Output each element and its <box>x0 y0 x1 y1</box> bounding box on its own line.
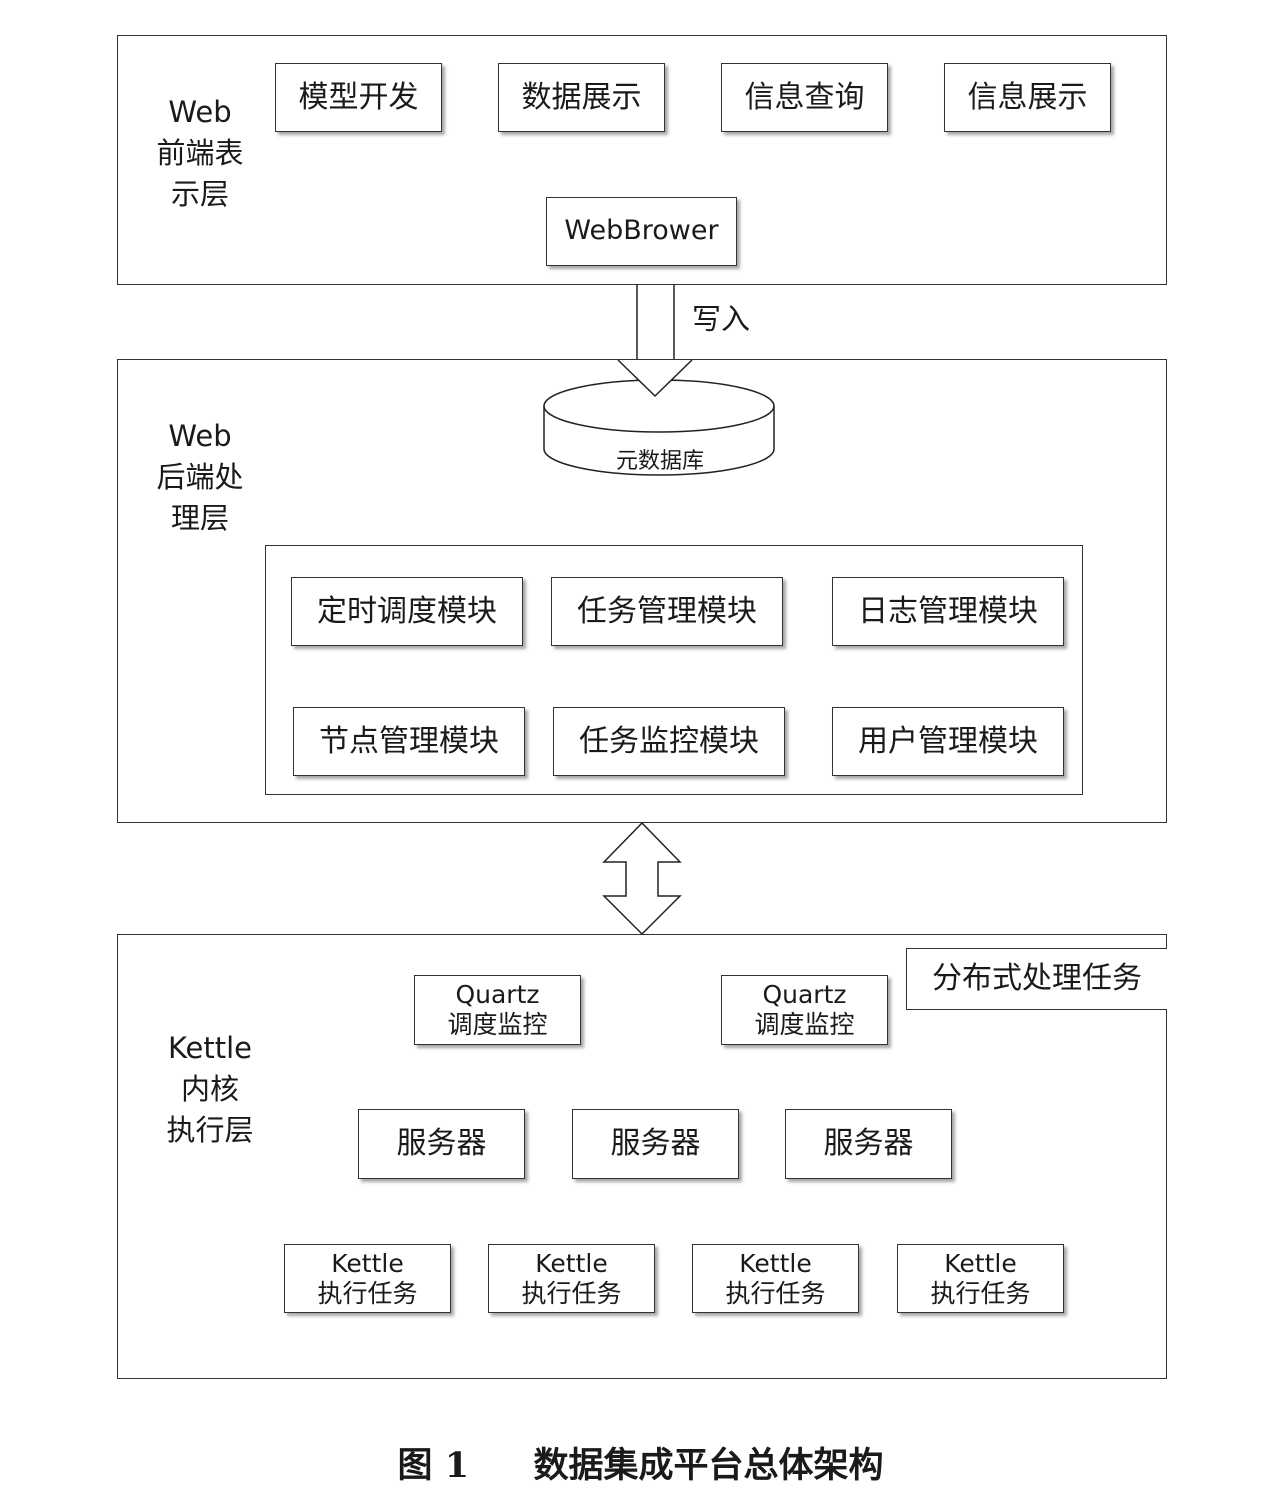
module-data-display: 数据展示 <box>498 63 665 132</box>
kettle-task-2-line2: 执行任务 <box>521 1278 622 1308</box>
kettle-task-4-line1: Kettle <box>944 1248 1017 1278</box>
webbrowser-box: WebBrower <box>546 197 737 266</box>
database-label: 元数据库 <box>615 449 704 474</box>
quartz-box-2: Quartz 调度监控 <box>721 975 888 1045</box>
quartz-box-1: Quartz 调度监控 <box>414 975 581 1045</box>
backend-layer-label: Web 后端处 理层 <box>156 419 244 535</box>
bidirectional-arrow <box>602 821 682 936</box>
kettle-task-box-2: Kettle 执行任务 <box>488 1244 655 1313</box>
module-task-manage: 任务管理模块 <box>551 577 783 646</box>
write-label: 写入 <box>691 302 750 336</box>
server-box-1: 服务器 <box>358 1109 525 1179</box>
module-node-manage: 节点管理模块 <box>293 707 525 776</box>
server-box-3: 服务器 <box>785 1109 952 1179</box>
write-arrow-tip <box>617 359 693 398</box>
kettle-task-3-line1: Kettle <box>739 1248 812 1278</box>
figure-number: 图 1 <box>397 1445 470 1486</box>
kettle-task-1-line1: Kettle <box>331 1248 404 1278</box>
quartz-box-2-line1: Quartz <box>762 980 847 1009</box>
module-user-manage: 用户管理模块 <box>832 707 1064 776</box>
quartz-box-1-line1: Quartz <box>455 980 540 1009</box>
kettle-task-box-1: Kettle 执行任务 <box>284 1244 451 1313</box>
module-schedule: 定时调度模块 <box>291 577 523 646</box>
module-task-monitor: 任务监控模块 <box>553 707 785 776</box>
figure-caption: 图 1 数据集成平台总体架构 <box>0 1437 1281 1488</box>
database-cylinder <box>543 379 775 476</box>
server-box-2: 服务器 <box>572 1109 739 1179</box>
kettle-task-box-4: Kettle 执行任务 <box>897 1244 1064 1313</box>
quartz-box-2-line2: 调度监控 <box>754 1010 855 1039</box>
frontend-layer-label: Web 前端表 示层 <box>156 95 244 211</box>
distributed-task-label: 分布式处理任务 <box>906 948 1167 1010</box>
kernel-layer-label: Kettle 内核 执行层 <box>166 1031 254 1147</box>
module-info-display: 信息展示 <box>944 63 1111 132</box>
module-log-manage: 日志管理模块 <box>832 577 1064 646</box>
module-model-dev: 模型开发 <box>275 63 442 132</box>
quartz-box-1-line2: 调度监控 <box>447 1010 548 1039</box>
figure-title: 数据集成平台总体架构 <box>533 1445 884 1486</box>
kettle-task-1-line2: 执行任务 <box>317 1278 418 1308</box>
kettle-task-3-line2: 执行任务 <box>725 1278 826 1308</box>
kettle-task-box-3: Kettle 执行任务 <box>692 1244 859 1313</box>
kettle-task-2-line1: Kettle <box>535 1248 608 1278</box>
kettle-task-4-line2: 执行任务 <box>930 1278 1031 1308</box>
module-info-query: 信息查询 <box>721 63 888 132</box>
